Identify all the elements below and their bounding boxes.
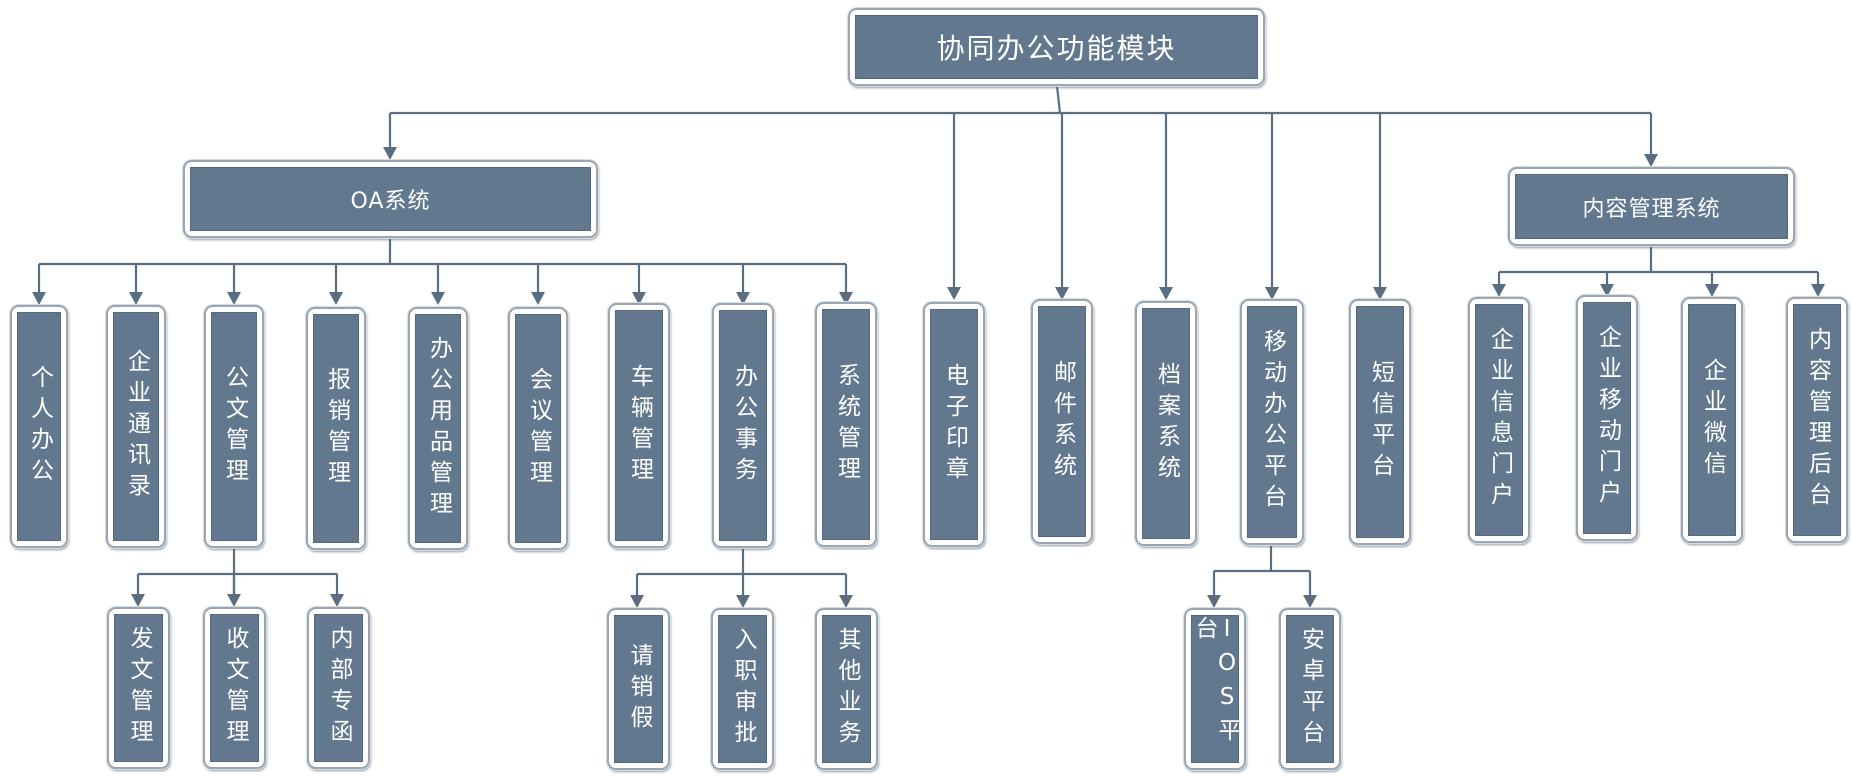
- cms-backend[interactable]: 内容管理后台: [1786, 297, 1848, 543]
- arrow-head-icon: [1644, 154, 1658, 167]
- node-label: 办公用品管理: [415, 314, 461, 543]
- node-label: 企业微信: [1688, 304, 1736, 536]
- arrow-head-icon: [1303, 595, 1317, 608]
- node-label: 系统管理: [822, 309, 870, 540]
- node-label: 短信平台: [1356, 306, 1404, 538]
- oa-meeting-mgmt[interactable]: 会议管理: [508, 307, 568, 550]
- node-label: 企业移动门户: [1583, 302, 1631, 534]
- arrow-head-icon: [32, 292, 46, 305]
- affairs-onboarding[interactable]: 入职审批: [711, 608, 774, 770]
- node-label: IOS平台: [1191, 615, 1240, 763]
- node-label: 企业信息门户: [1475, 304, 1523, 536]
- arrow-head-icon: [1492, 284, 1506, 297]
- node-label: 请销假: [614, 615, 663, 763]
- archive-system-node[interactable]: 档案系统: [1135, 301, 1197, 546]
- arrow-head-icon: [632, 292, 646, 305]
- e-seal-node[interactable]: 电子印章: [923, 302, 985, 547]
- cms-node[interactable]: 内容管理系统: [1508, 167, 1795, 246]
- doc-incoming[interactable]: 收文管理: [203, 607, 266, 769]
- node-label: 报销管理: [313, 314, 359, 543]
- node-label: 内部专函: [314, 614, 363, 762]
- arrow-head-icon: [1811, 284, 1825, 297]
- mobile-android[interactable]: 安卓平台: [1279, 608, 1341, 770]
- node-label: 会议管理: [515, 314, 561, 543]
- node-label: 收文管理: [210, 614, 259, 762]
- cms-wechat[interactable]: 企业微信: [1681, 297, 1743, 543]
- node-label: 公文管理: [211, 312, 257, 541]
- node-label: 企业通讯录: [113, 312, 159, 541]
- doc-outgoing[interactable]: 发文管理: [107, 607, 170, 769]
- arrow-head-icon: [330, 594, 344, 607]
- arrow-head-icon: [131, 594, 145, 607]
- oa-system-label: OA系统: [190, 167, 591, 231]
- node-label: 内容管理后台: [1793, 304, 1841, 536]
- node-label: 邮件系统: [1038, 306, 1086, 537]
- node-label: 发文管理: [114, 614, 163, 762]
- oa-office-affairs[interactable]: 办公事务: [712, 303, 774, 548]
- arrow-head-icon: [839, 292, 853, 305]
- root-stem: [1055, 85, 1062, 114]
- mobile-ios[interactable]: IOS平台: [1184, 608, 1246, 770]
- node-label: 安卓平台: [1286, 615, 1334, 763]
- arrow-head-icon: [1159, 287, 1173, 300]
- mobile-office-node[interactable]: 移动办公平台: [1240, 299, 1304, 545]
- oa-personal-office[interactable]: 个人办公: [10, 305, 68, 548]
- arrow-head-icon: [736, 292, 750, 305]
- oa-expense-mgmt[interactable]: 报销管理: [306, 307, 366, 550]
- arrow-head-icon: [1055, 287, 1069, 300]
- oa-system-node[interactable]: OA系统: [183, 160, 598, 238]
- cms-enterprise-portal[interactable]: 企业信息门户: [1468, 297, 1530, 543]
- arrow-head-icon: [1207, 595, 1221, 608]
- node-label: 电子印章: [930, 309, 978, 540]
- doc-internal-letter[interactable]: 内部专函: [307, 607, 370, 769]
- node-label: 个人办公: [17, 312, 61, 541]
- node-label: 车辆管理: [615, 310, 663, 541]
- node-label: 其他业务: [822, 615, 871, 763]
- cms-mobile-portal[interactable]: 企业移动门户: [1576, 295, 1638, 541]
- affairs-other[interactable]: 其他业务: [815, 608, 878, 770]
- arrow-head-icon: [1373, 287, 1387, 300]
- cms-label: 内容管理系统: [1515, 174, 1788, 239]
- root-node[interactable]: 协同办公功能模块: [848, 8, 1265, 86]
- oa-system-mgmt[interactable]: 系统管理: [815, 302, 877, 547]
- node-label: 档案系统: [1142, 308, 1190, 539]
- oa-vehicle-mgmt[interactable]: 车辆管理: [608, 303, 670, 548]
- oa-document-mgmt[interactable]: 公文管理: [204, 305, 264, 548]
- arrow-head-icon: [1705, 284, 1719, 297]
- mail-system-node[interactable]: 邮件系统: [1031, 299, 1093, 544]
- arrow-head-icon: [630, 595, 644, 608]
- affairs-leave[interactable]: 请销假: [607, 608, 670, 770]
- arrow-head-icon: [227, 292, 241, 305]
- node-label: 移动办公平台: [1247, 306, 1297, 538]
- root-label: 协同办公功能模块: [855, 15, 1258, 79]
- node-label: 办公事务: [719, 310, 767, 541]
- sms-platform-node[interactable]: 短信平台: [1349, 299, 1411, 545]
- arrow-head-icon: [129, 292, 143, 305]
- arrow-head-icon: [1265, 287, 1279, 300]
- arrow-head-icon: [227, 594, 241, 607]
- arrow-head-icon: [839, 595, 853, 608]
- arrow-head-icon: [431, 292, 445, 305]
- arrow-head-icon: [947, 287, 961, 300]
- oa-contacts[interactable]: 企业通讯录: [106, 305, 166, 548]
- arrow-head-icon: [736, 595, 750, 608]
- arrow-head-icon: [531, 292, 545, 305]
- node-label: 入职审批: [718, 615, 767, 763]
- oa-supplies-mgmt[interactable]: 办公用品管理: [408, 307, 468, 550]
- arrow-head-icon: [383, 147, 397, 160]
- arrow-head-icon: [329, 292, 343, 305]
- arrow-head-icon: [1600, 284, 1614, 297]
